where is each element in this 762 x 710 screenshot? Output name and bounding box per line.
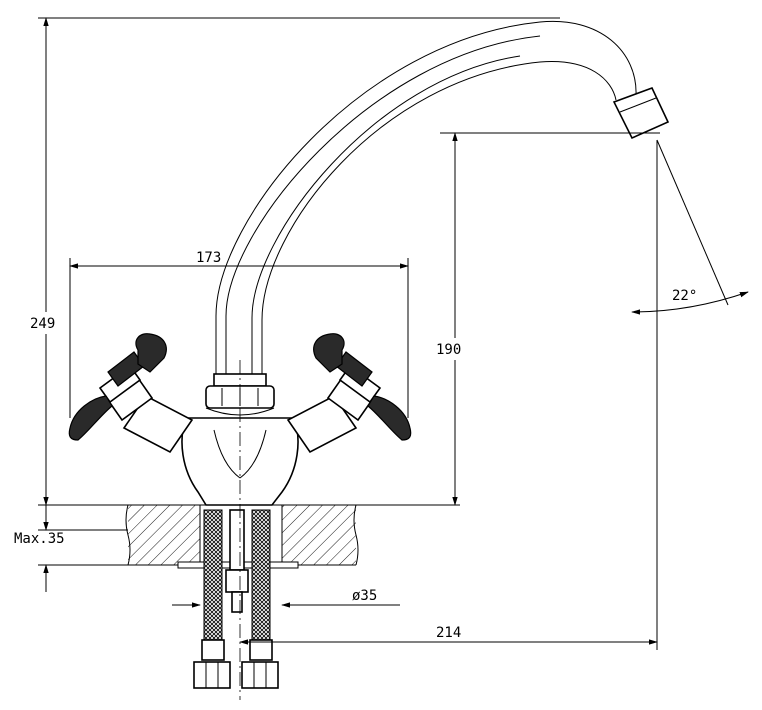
dimension-diameter-35: ø35 (172, 588, 400, 608)
dimension-angle-label: 22° (672, 288, 697, 304)
dimension-190-label: 190 (436, 342, 461, 358)
spout-tube (215, 20, 670, 374)
dimension-190: 190 (430, 132, 660, 506)
mounting-stud (225, 509, 249, 613)
dimension-249-label: 249 (30, 316, 55, 332)
right-valve-handle (286, 333, 412, 454)
left-valve-handle (68, 333, 194, 454)
dimension-214-label: 214 (436, 625, 461, 641)
dimension-173-label: 173 (196, 250, 221, 266)
dimension-angle-22: 22° (631, 139, 749, 315)
dimension-173: 173 (69, 250, 409, 418)
dimension-max-35-label: Max.35 (14, 531, 65, 547)
dimension-diameter-label: ø35 (352, 588, 377, 604)
dimension-214: 214 (239, 625, 658, 645)
dimension-max-35: Max.35 (14, 505, 128, 592)
supply-hose-left (193, 509, 231, 689)
dimension-249: 249 (24, 17, 560, 506)
